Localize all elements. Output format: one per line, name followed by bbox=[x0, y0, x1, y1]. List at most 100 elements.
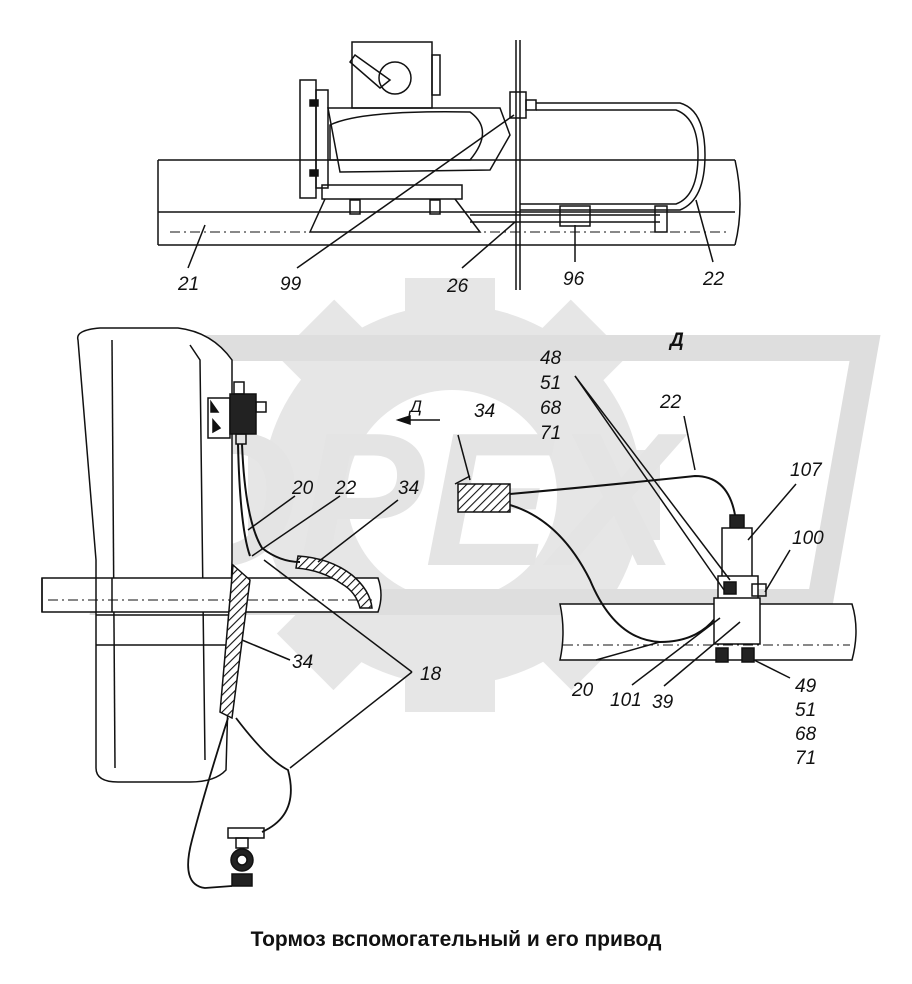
callout-34-sleeve: 34 bbox=[292, 652, 313, 673]
valve-port-top bbox=[233, 381, 245, 395]
valve-box-side bbox=[431, 54, 441, 96]
mount-bolt bbox=[429, 199, 441, 215]
bottom-view-callouts: Д Д 20 22 34 34 34 18 48 51 68 71 22 107… bbox=[291, 330, 824, 769]
callout-20-left: 20 bbox=[291, 478, 314, 499]
leader-18-a bbox=[263, 559, 413, 673]
callout-101: 101 bbox=[610, 690, 642, 711]
tube-20-right bbox=[509, 504, 727, 644]
gearbox-flange bbox=[299, 79, 317, 199]
leader-48-b bbox=[574, 375, 725, 591]
callout-18: 18 bbox=[420, 664, 442, 685]
leader-101 bbox=[631, 617, 721, 686]
callout-71-top: 71 bbox=[540, 423, 561, 444]
leader-99 bbox=[296, 114, 515, 269]
frame-rail-left bbox=[41, 577, 382, 613]
valve-107-body bbox=[721, 527, 753, 581]
top-view-callouts: 21 99 26 96 22 bbox=[177, 269, 725, 297]
leader-49 bbox=[753, 659, 791, 679]
lower-valve-port bbox=[235, 837, 249, 849]
callout-21: 21 bbox=[177, 274, 199, 295]
protective-hose-diagonal bbox=[295, 555, 373, 609]
block-edge bbox=[454, 475, 471, 485]
retarder-housing bbox=[327, 107, 511, 173]
cab-panel-over-beam bbox=[95, 578, 113, 612]
cab-panel-fold bbox=[189, 344, 206, 761]
cab-panel-edge bbox=[111, 339, 116, 769]
flange-bolt bbox=[309, 169, 319, 177]
leader-34-hose bbox=[317, 499, 399, 563]
bottom-view bbox=[41, 327, 857, 889]
callout-48: 48 bbox=[540, 348, 562, 369]
watermark-gear-hole bbox=[347, 390, 557, 600]
tee-fitting-99 bbox=[509, 91, 527, 119]
lower-valve-fitting bbox=[231, 873, 253, 887]
view-arrow-head bbox=[395, 414, 411, 426]
callout-26: 26 bbox=[446, 276, 469, 297]
view-arrow-label: Д bbox=[408, 397, 422, 416]
callout-20-right: 20 bbox=[571, 680, 594, 701]
view-label: Д bbox=[668, 330, 684, 351]
protective-block bbox=[457, 483, 511, 513]
leader-39 bbox=[663, 621, 741, 687]
leader-48-a bbox=[574, 375, 731, 581]
air-line bbox=[470, 214, 660, 223]
tube-to-lower-valve bbox=[187, 717, 233, 889]
tee-fitting-branch bbox=[525, 99, 537, 111]
watermark: OPEX bbox=[89, 278, 881, 712]
leader-34-block bbox=[457, 434, 471, 481]
lever-arm bbox=[348, 53, 392, 89]
callout-96: 96 bbox=[563, 269, 585, 290]
flange-bolt bbox=[309, 99, 319, 107]
tank-outlet bbox=[654, 205, 668, 233]
leader-107 bbox=[747, 483, 797, 541]
callout-68-bottom: 68 bbox=[795, 724, 817, 745]
callout-71-bottom: 71 bbox=[795, 748, 816, 769]
leader-18-b bbox=[289, 671, 413, 769]
callout-99: 99 bbox=[280, 274, 302, 295]
callout-39: 39 bbox=[652, 692, 674, 713]
valve-port-bottom bbox=[235, 433, 247, 445]
air-tank bbox=[520, 102, 706, 211]
lower-valve-center bbox=[236, 854, 248, 866]
tube-22-right bbox=[509, 474, 736, 516]
callout-100: 100 bbox=[792, 528, 824, 549]
top-view bbox=[157, 40, 741, 290]
valve-block-port bbox=[723, 581, 737, 595]
air-tank-inner bbox=[520, 109, 699, 205]
leader-26 bbox=[461, 221, 516, 269]
leader-20-right bbox=[595, 641, 661, 661]
bracket-bolt-left bbox=[715, 647, 729, 663]
callout-49: 49 bbox=[795, 676, 817, 697]
figure-caption: Тормоз вспомогательный и его привод bbox=[250, 928, 662, 951]
control-valve bbox=[229, 393, 257, 435]
retarder-cylinder bbox=[329, 111, 484, 161]
leader-34-sleeve bbox=[241, 639, 291, 661]
mount-bolt bbox=[349, 199, 361, 215]
callout-22-right: 22 bbox=[659, 392, 682, 413]
tube-20 bbox=[241, 443, 301, 563]
callout-51-top: 51 bbox=[540, 373, 561, 394]
lower-tee bbox=[227, 827, 265, 839]
callout-22: 22 bbox=[702, 269, 725, 290]
valve-107-top bbox=[729, 514, 745, 530]
bracket-symbol-2 bbox=[212, 418, 222, 434]
lever-hub bbox=[378, 61, 412, 95]
leader-22-left bbox=[251, 495, 341, 557]
retarder-mount bbox=[308, 198, 482, 233]
retarder-base bbox=[321, 184, 463, 200]
bracket-symbol bbox=[210, 399, 220, 413]
callout-107: 107 bbox=[790, 460, 823, 481]
frame-rail-right bbox=[559, 603, 857, 661]
leader-22-right bbox=[683, 415, 696, 471]
callout-68-top: 68 bbox=[540, 398, 562, 419]
leader-21 bbox=[187, 224, 206, 269]
bracket-bolt-right bbox=[741, 647, 755, 663]
valve-port-side bbox=[255, 401, 267, 413]
leader-100 bbox=[764, 549, 791, 593]
frame-rail-break bbox=[734, 159, 741, 246]
callout-34-hose: 34 bbox=[398, 478, 419, 499]
callout-22-left: 22 bbox=[334, 478, 357, 499]
callout-51-bottom: 51 bbox=[795, 700, 816, 721]
